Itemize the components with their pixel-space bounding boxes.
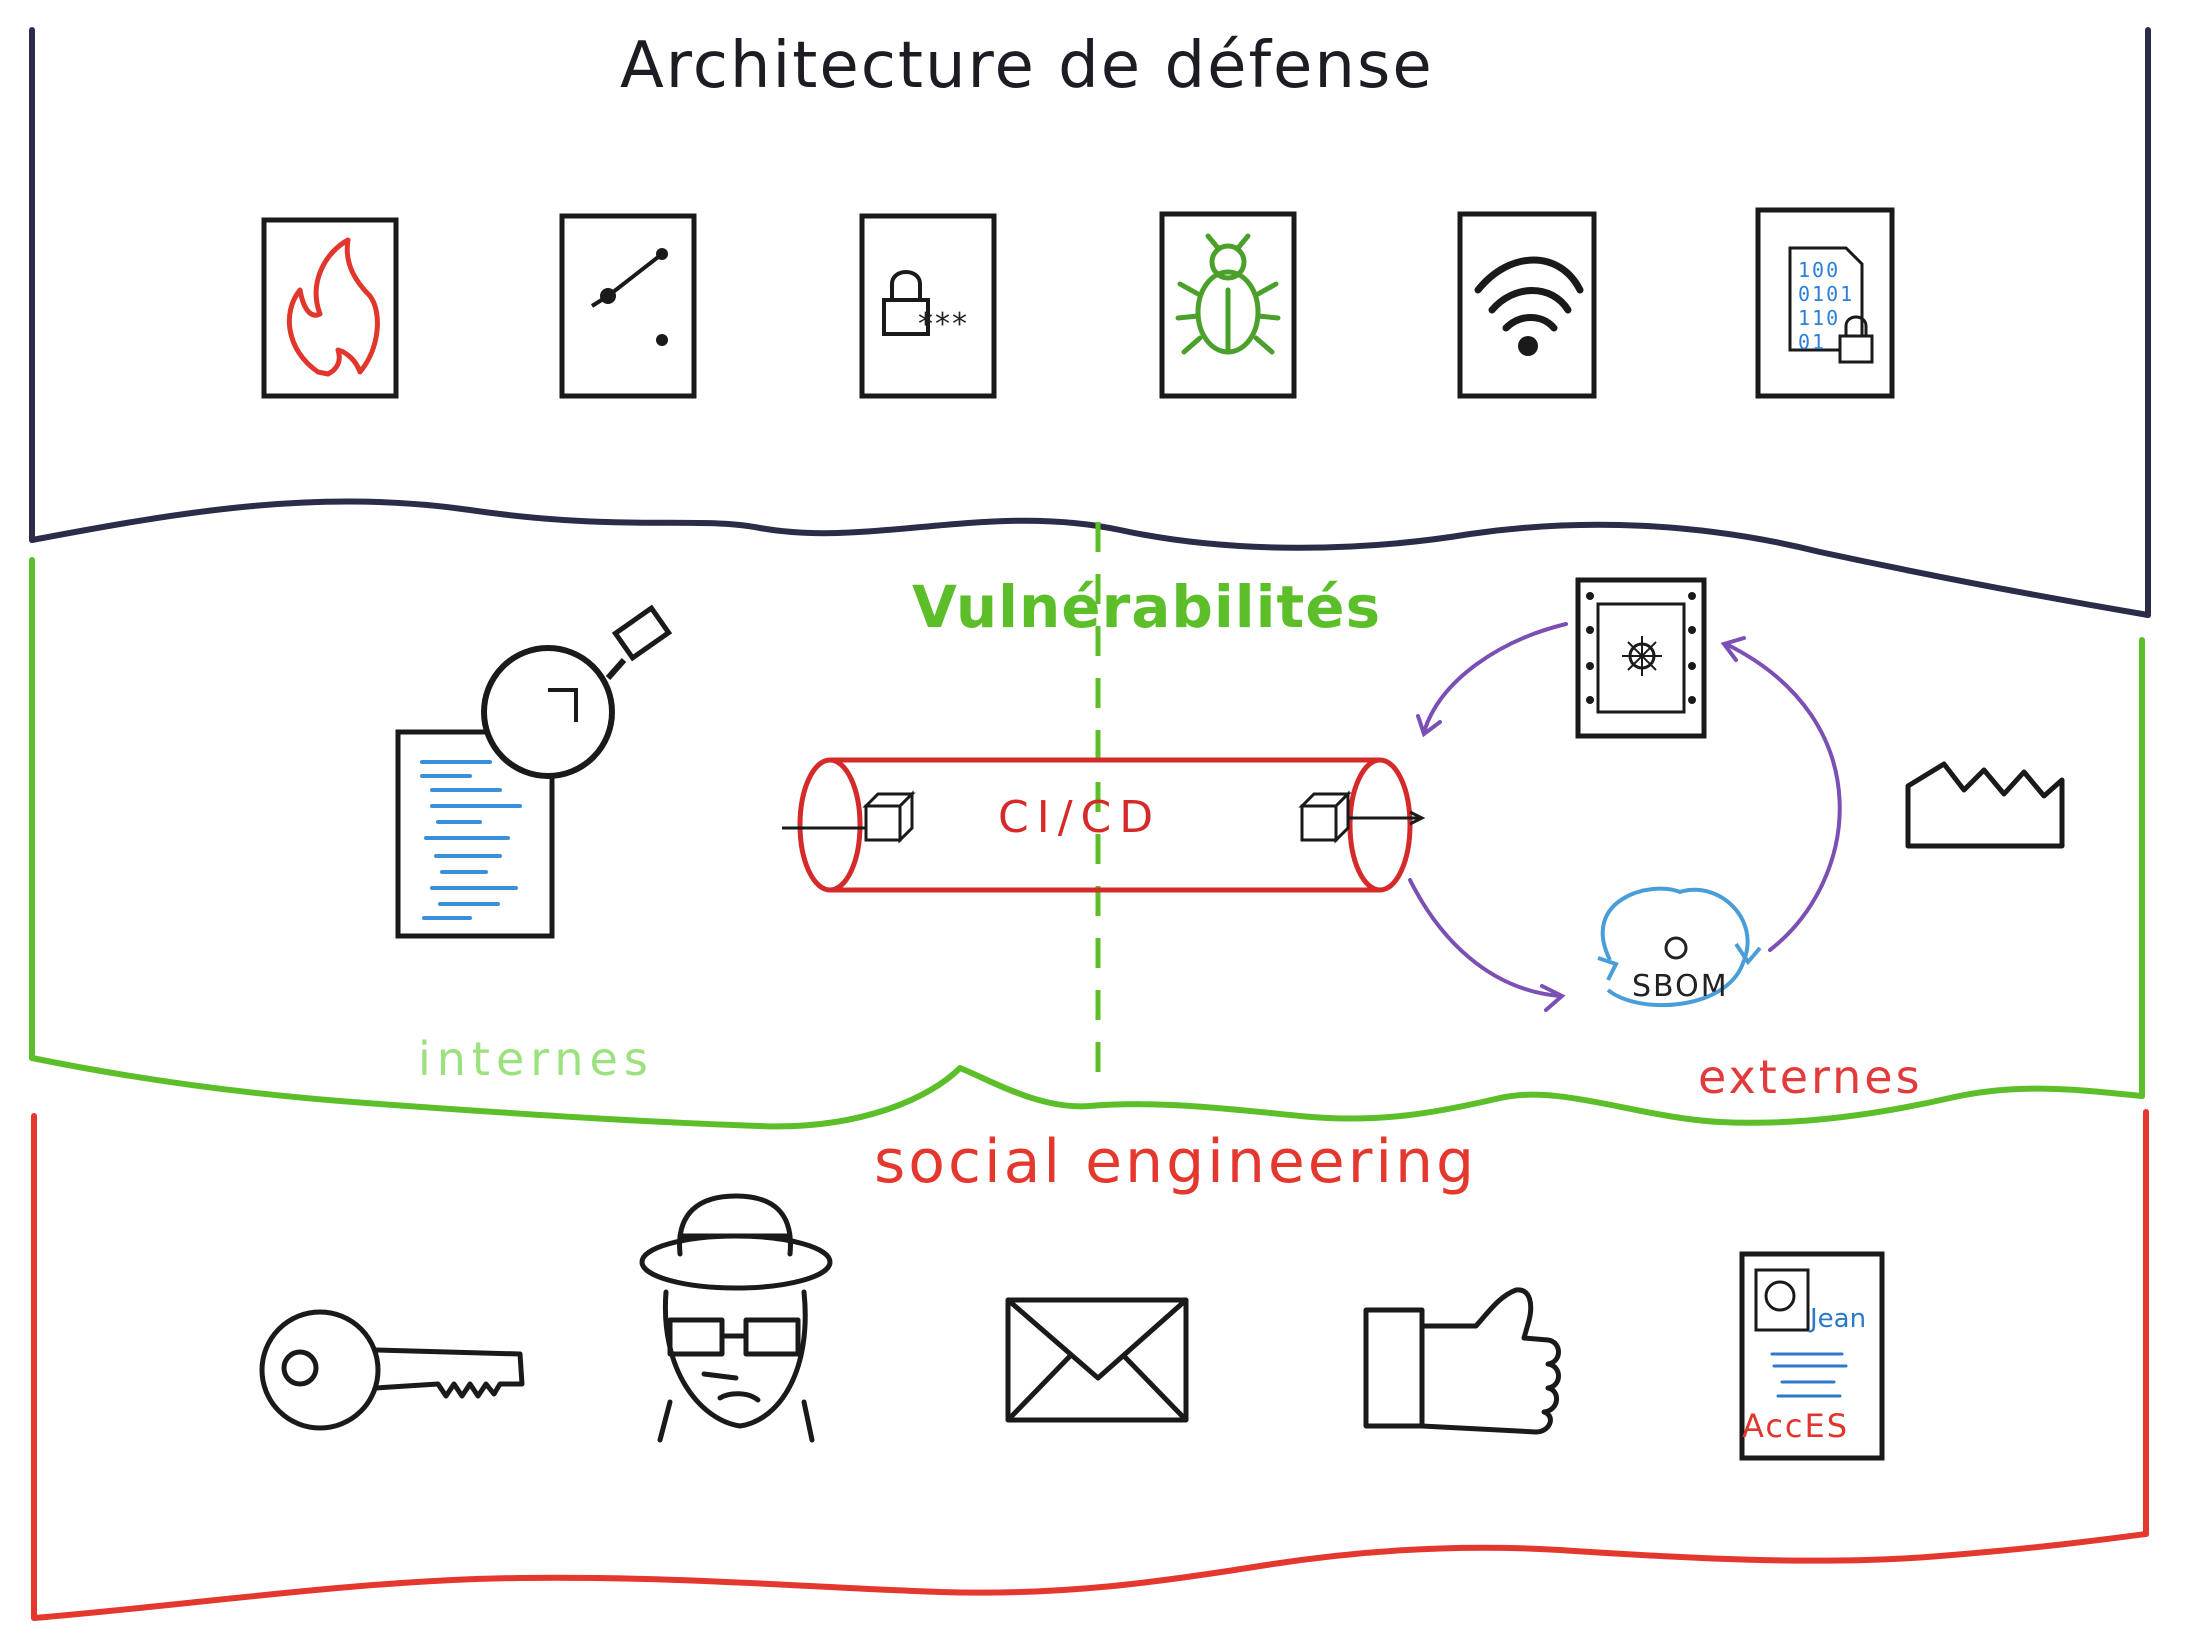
wifi-icon [1457,211,1597,399]
bug-icon [1159,211,1297,399]
vulnerabilities-label: Vulnérabilités [912,573,1382,641]
factory-icon [1905,761,2065,849]
secured-component-icon [1575,577,1707,739]
access-badge-icon [1739,1251,1885,1461]
code-review-icon [395,604,673,939]
thumbs-up-icon [1363,1287,1561,1435]
badge-name-text: Jean [1810,1304,1867,1334]
social-band [31,1109,2149,1621]
external-label: externes [1698,1050,1923,1104]
cicd-label: CI/CD [998,792,1162,843]
cycle-arrows [1408,622,1842,1012]
spy-icon [639,1193,833,1443]
key-icon [259,1309,525,1431]
binary-text: 100 0101 110 01 [1798,258,1855,354]
envelope-icon [1005,1297,1189,1423]
diagram-title: Architecture de défense [620,29,1434,103]
badge-access-text: AccES [1742,1407,1850,1445]
password-lock-icon [859,213,997,399]
vulnerabilities-band [29,557,2145,1130]
network-nodes-icon [559,213,697,399]
social-engineering-label: social engineering [874,1127,1478,1197]
internal-label: internes [418,1032,654,1086]
encrypted-file-icon [1755,207,1895,399]
sbom-icon [1597,886,1762,1008]
defense-band [29,27,2151,618]
cicd-pipeline [782,757,1426,893]
password-mask-text: *** [918,307,969,342]
sbom-label: SBOM [1632,969,1729,1004]
firewall-icon [261,217,399,399]
